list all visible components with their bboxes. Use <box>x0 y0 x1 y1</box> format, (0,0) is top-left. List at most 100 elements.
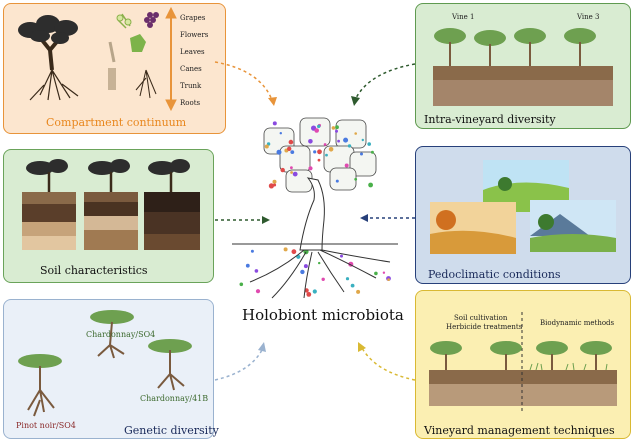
microbe-dot <box>300 269 305 275</box>
microbe-dot <box>331 126 336 130</box>
arrow-genetic-head <box>258 342 266 352</box>
microbe-dot <box>290 150 295 155</box>
microbe-dot <box>325 153 328 157</box>
arrow-compartment <box>214 61 273 101</box>
panel-title: Vineyard management techniques <box>424 424 615 437</box>
microbe-dot <box>288 139 294 145</box>
label-vine-1: Vine 1 <box>452 13 475 21</box>
microbe-dot <box>344 163 349 168</box>
vine-pinot-noir-icon <box>18 354 62 417</box>
microbe-dot <box>317 158 321 162</box>
panel-title: Soil characteristics <box>40 264 148 277</box>
microbe-dot <box>314 128 320 133</box>
microbe-dot <box>290 171 293 174</box>
microbe-dot <box>312 289 317 294</box>
microbe-dot <box>350 283 355 288</box>
trunk-outline-icon <box>299 177 325 251</box>
label-leaves: Leaves <box>180 48 205 56</box>
microbe-dot <box>283 247 288 252</box>
label-vine-3: Vine 3 <box>577 13 600 21</box>
microbe-dot <box>272 179 277 184</box>
microbe-dot <box>317 149 322 155</box>
microbe-dot <box>354 177 358 181</box>
label-chardonnay-41b: Chardonnay/41B <box>140 394 209 403</box>
cover-grass-icon <box>529 362 608 371</box>
microbe-dot <box>335 179 339 183</box>
landscape-mountain-icon <box>530 200 616 252</box>
label-grapes: Grapes <box>180 14 206 22</box>
microbe-dot <box>328 147 334 152</box>
microbe-dot <box>354 132 358 135</box>
leaf-icon <box>130 34 146 52</box>
microbe-dot <box>291 249 297 255</box>
microbe-dot <box>268 183 274 189</box>
panel-title: Genetic diversity <box>124 424 219 437</box>
microbe-dot <box>273 183 277 187</box>
soil-profile-3 <box>144 192 200 250</box>
vine-row-icon <box>434 28 596 46</box>
continuum-arrow-icon <box>165 6 177 112</box>
microbe-dot <box>323 143 327 146</box>
microbe-dot <box>368 182 373 188</box>
label-flowers: Flowers <box>180 31 209 39</box>
microbe-dot <box>313 150 317 154</box>
vine-canopy-icon <box>18 15 78 44</box>
arrow-management <box>361 347 416 381</box>
microbe-dot <box>335 129 338 133</box>
microbe-dot <box>292 171 298 177</box>
soil-profile-2 <box>84 192 138 250</box>
microbe-dot <box>343 137 349 143</box>
soil-profile-1 <box>22 192 76 250</box>
microbe-dot <box>340 254 343 258</box>
label-herbicide-treatments: Herbicide treatments <box>446 323 523 331</box>
label-chardonnay-so4: Chardonnay/SO4 <box>86 330 156 339</box>
label-canes: Canes <box>180 65 202 73</box>
root-icon <box>135 69 157 99</box>
vine-chardonnay-so4-icon <box>90 310 134 359</box>
cane-icon <box>108 41 116 63</box>
microbe-dot <box>264 144 269 149</box>
arrow-pedo-head <box>360 214 368 222</box>
microbe-dot <box>345 277 350 281</box>
microbe-dot <box>306 292 312 297</box>
label-trunk: Trunk <box>180 82 202 90</box>
microbe-dot <box>337 139 340 143</box>
microbe-dot <box>335 125 339 130</box>
label-roots: Roots <box>180 99 201 107</box>
landscape-autumn-icon <box>430 202 516 254</box>
microbe-dot <box>308 139 313 144</box>
microbe-dot <box>303 264 308 269</box>
panel-title: Intra-vineyard diversity <box>424 113 556 126</box>
microbe-dot <box>318 261 321 265</box>
microbe-dot <box>374 271 378 276</box>
microbe-dot <box>317 124 321 129</box>
microbe-dot <box>361 138 364 142</box>
grape-icon <box>144 12 159 28</box>
arrow-intra-head <box>351 96 360 106</box>
microbe-dot <box>239 282 244 287</box>
arrow-soil-head <box>262 216 270 224</box>
microbe-dot <box>254 269 259 273</box>
microbe-dot <box>308 166 313 171</box>
microbe-dot <box>370 150 374 154</box>
management-vines-icon <box>430 341 612 355</box>
panel-title: Compartment continuum <box>46 116 187 129</box>
holobiont-title: Holobiont microbiota <box>242 306 404 324</box>
microbe-dot <box>250 249 254 253</box>
arrow-compartment-head <box>268 97 277 106</box>
label-soil-cultivation: Soil cultivation <box>454 314 508 322</box>
vine-chardonnay-41b-icon <box>148 339 192 391</box>
microbe-dot <box>287 146 292 151</box>
microbe-dot <box>347 144 352 148</box>
microbe-dot <box>387 278 390 281</box>
root-outline-icon <box>249 249 391 299</box>
flower-icon <box>116 13 132 29</box>
